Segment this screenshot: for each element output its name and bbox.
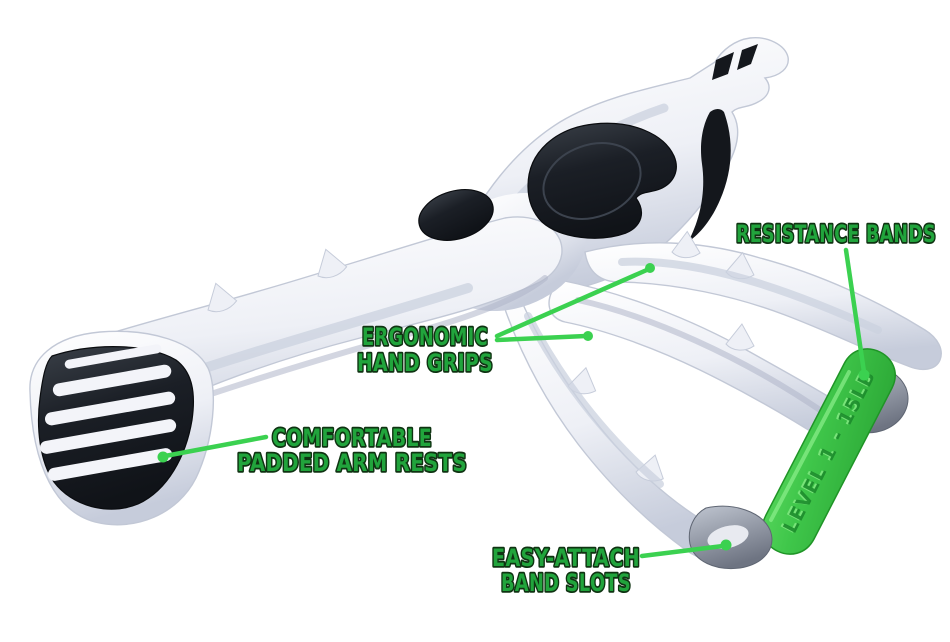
band-hook-opening <box>707 525 749 549</box>
label-easy-attach-line1: EASY-ATTACH <box>492 544 640 572</box>
leader-arm-rests <box>162 434 269 459</box>
label-easy-attach-band-slots: EASY-ATTACH BAND SLOTS <box>490 542 641 599</box>
band-highlight <box>769 370 851 522</box>
right-arm-groove <box>618 257 882 334</box>
label-ergonomic-line1: ERGONOMIC <box>362 323 488 351</box>
left-arm-fin-1 <box>317 248 348 279</box>
leader-dot-arm-rests <box>157 451 169 463</box>
hand-grip-pad-large <box>527 122 677 239</box>
hand-grip-pad-small <box>418 189 494 241</box>
left-arm-fin-2 <box>207 282 238 313</box>
right-arm-fin-1 <box>671 230 701 259</box>
leader-hand-grips-lower <box>494 333 589 343</box>
label-comfortable-line2: PADDED ARM RESTS <box>237 449 467 477</box>
leader-hand-grips-upper <box>494 266 652 339</box>
tip-shadow <box>688 109 731 242</box>
callout-leaders <box>157 247 870 559</box>
label-comfortable-line1: COMFORTABLE <box>272 424 432 452</box>
leader-band-slots <box>639 543 726 559</box>
label-easy-attach-line2: BAND SLOTS <box>501 569 631 597</box>
label-ergonomic-hand-grips: ERGONOMIC HAND GRIPS <box>355 321 494 379</box>
callout-labels: RESISTANCE BANDS ERGONOMIC HAND GRIPS CO… <box>235 218 937 599</box>
right-arm <box>584 242 942 371</box>
label-resistance-bands: RESISTANCE BANDS <box>736 220 936 248</box>
leader-dot-band-slots <box>720 539 732 551</box>
hand-grip-pad-sheen <box>542 142 642 220</box>
leader-dot-resistance-bands <box>858 369 870 381</box>
inner-arm-groove <box>575 297 823 413</box>
band-slot-hole-1 <box>712 52 734 80</box>
armrest-pad-slats <box>40 344 177 481</box>
inner-arm-fin <box>725 323 755 351</box>
leader-resistance-bands <box>843 247 867 375</box>
label-comfortable-arm-rests: COMFORTABLE PADDED ARM RESTS <box>235 422 468 479</box>
leader-dot-hand-grips-upper <box>645 263 655 273</box>
white-frame <box>29 37 942 561</box>
leader-dot-hand-grips-lower <box>583 331 593 341</box>
band-slot-hole-2 <box>737 44 758 70</box>
label-ergonomic-line2: HAND GRIPS <box>357 349 493 377</box>
